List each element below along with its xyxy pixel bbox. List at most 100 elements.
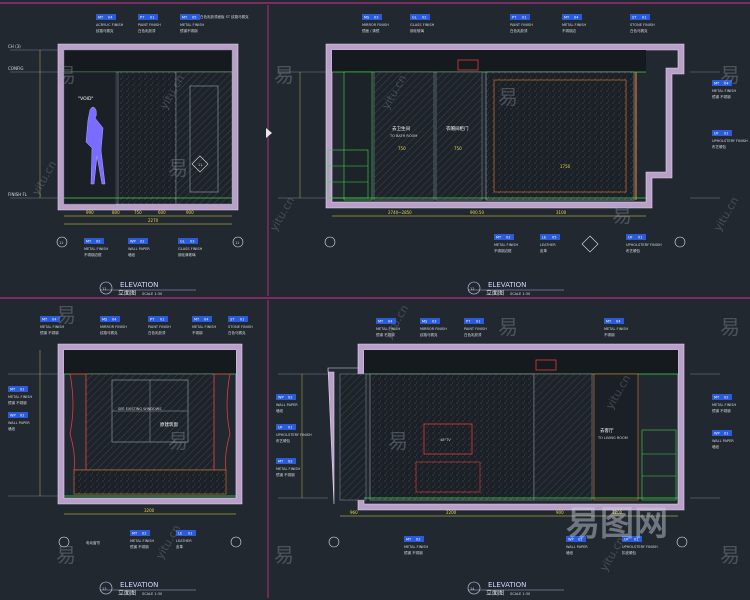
- svg-text:01: 01: [476, 320, 480, 324]
- curtain-right: [213, 373, 231, 471]
- finish-tag: MS 03 MIRROR FINISH 镜面 / 清镜: [362, 14, 389, 33]
- watermark-char: 易: [498, 315, 518, 339]
- tv-cabinet: [415, 461, 481, 493]
- svg-text:PT: PT: [140, 16, 145, 20]
- svg-text:镜钢 不锈钢: 镜钢 不锈钢: [712, 408, 731, 413]
- door-leaf: [189, 85, 219, 193]
- svg-text:镜钢不锈钢: 镜钢不锈钢: [180, 28, 198, 33]
- svg-text:WP: WP: [10, 414, 16, 418]
- svg-text:METAL FINISH: METAL FINISH: [130, 539, 154, 543]
- wardrobe-door: [435, 71, 483, 201]
- watermark-char: 易: [274, 543, 294, 567]
- svg-text:MIRROR FINISH: MIRROR FINISH: [100, 325, 127, 329]
- dim-4: 1200: [612, 510, 623, 515]
- watermark-char: 易: [56, 303, 76, 327]
- svg-text:01: 01: [638, 236, 642, 240]
- level-markers: [278, 373, 720, 499]
- finish-tag: MT 04 METAL FINISH 不锈钢边: [562, 14, 586, 33]
- dim-3: 900: [556, 510, 564, 515]
- svg-text:MS: MS: [422, 320, 428, 324]
- svg-text:GLASS FINISH: GLASS FINISH: [410, 23, 435, 27]
- svg-text:ELEVATION: ELEVATION: [488, 281, 526, 289]
- svg-text:立面图: 立面图: [118, 289, 136, 297]
- finish-tag: ST 01 STONE FINISH 白色马赛克: [228, 316, 253, 335]
- svg-text:02: 02: [288, 460, 292, 464]
- svg-text:PT: PT: [512, 16, 517, 20]
- svg-text:纹路马赛克: 纹路马赛克: [96, 28, 114, 33]
- ceiling-band: [332, 50, 646, 72]
- svg-text:ACRYLIC FINISH: ACRYLIC FINISH: [96, 23, 124, 27]
- finish-tag: MT 02 METAL FINISH 镜钢 不锈钢: [276, 458, 300, 477]
- svg-text:04: 04: [724, 82, 729, 86]
- svg-text:STONE FINISH: STONE FINISH: [228, 325, 253, 329]
- svg-text:12: 12: [470, 287, 474, 291]
- section-marker-icon: [58, 536, 242, 548]
- svg-text:MS: MS: [364, 16, 370, 20]
- section-marker-icon: [324, 235, 686, 253]
- svg-text:白色乳胶漆: 白色乳胶漆: [148, 330, 166, 335]
- svg-text:WP: WP: [568, 538, 574, 542]
- svg-text:LE: LE: [542, 236, 546, 240]
- svg-text:04: 04: [388, 320, 393, 324]
- mosaic-wall: [485, 71, 635, 201]
- svg-text:05: 05: [192, 16, 196, 20]
- svg-text:METAL FINISH: METAL FINISH: [192, 325, 216, 329]
- dim-3: 750: [134, 210, 142, 215]
- dim-inner-2: 750: [454, 146, 462, 151]
- svg-text:METAL FINISH: METAL FINISH: [180, 23, 204, 27]
- door-opening: [593, 373, 639, 501]
- finish-tag: MS 03 MIRROR FINISH 纹路马赛克: [420, 318, 447, 337]
- svg-text:02: 02: [142, 532, 146, 536]
- svg-text:布艺硬包: 布艺硬包: [712, 144, 726, 149]
- curtain-left: [69, 373, 87, 471]
- left-panel: [339, 373, 367, 501]
- svg-text:METAL FINISH: METAL FINISH: [8, 395, 32, 399]
- section-marker-icon: 11 11 11: [56, 128, 272, 248]
- svg-text:UF: UF: [714, 132, 719, 136]
- svg-text:UF: UF: [628, 236, 633, 240]
- finish-tag: MT 02 METAL FINISH 不锈钢边框: [84, 238, 108, 257]
- svg-text:MS: MS: [102, 318, 108, 322]
- svg-text:11: 11: [198, 163, 202, 167]
- level-markers: [278, 71, 720, 199]
- elevation-13: SEE EXISTING WINDOWS 原建筑窗 3200 MT 01 MET…: [8, 316, 253, 597]
- finish-tag: LE 01 LEATHER 皮革: [176, 530, 196, 549]
- svg-text:UPHOLSTERY FINISH: UPHOLSTERY FINISH: [712, 139, 748, 143]
- svg-text:PT: PT: [150, 318, 155, 322]
- svg-text:布艺硬包: 布艺硬包: [276, 438, 290, 443]
- svg-text:镜钢 不锈钢: 镜钢 不锈钢: [276, 472, 295, 477]
- watermark-url: yitu.cn: [29, 159, 59, 198]
- svg-text:STONE FINISH: STONE FINISH: [630, 23, 655, 27]
- svg-text:镜钢 不锈钢: 镜钢 不锈钢: [712, 94, 731, 99]
- svg-text:UF: UF: [278, 426, 283, 430]
- svg-text:02: 02: [416, 538, 420, 542]
- tv-wall: [369, 373, 535, 501]
- elevation-title: 11 ELEVATION 立面图 SCALE 1:30: [99, 281, 196, 297]
- svg-text:01: 01: [288, 426, 292, 430]
- elevation-12: 去卫生间 TO BATH ROOM 衣帽间柜门 750 750 2740~285…: [278, 14, 748, 297]
- watermark-url: yitu.cn: [267, 195, 297, 234]
- finish-tag: GL 02 GLASS FINISH 钢化玻璃: [410, 14, 435, 33]
- svg-text:SCALE 1:30: SCALE 1:30: [142, 292, 162, 296]
- svg-text:SCALE 1:30: SCALE 1:30: [510, 292, 530, 296]
- dim-inner-1: 750: [398, 146, 406, 151]
- svg-text:纹路马赛克: 纹路马赛克: [100, 330, 118, 335]
- svg-text:01: 01: [522, 16, 526, 20]
- red-trim: [457, 59, 479, 71]
- svg-text:METAL FINISH: METAL FINISH: [276, 467, 300, 471]
- finish-tag: PT 01 PAINT FINISH 白色乳胶漆: [510, 14, 533, 33]
- svg-text:04: 04: [52, 318, 57, 322]
- finish-tag: PT 01 PAINT FINISH 白色乳胶漆: [148, 316, 171, 335]
- elevation-title: 13 ELEVATION 立面图 SCALE 1:30: [99, 581, 196, 597]
- dim-2: 800: [112, 210, 120, 215]
- finish-tag: MT 02 METAL FINISH 镜钢 不锈钢: [404, 536, 428, 555]
- svg-text:WALL PAPER: WALL PAPER: [128, 247, 150, 251]
- svg-text:布艺硬包: 布艺硬包: [626, 248, 640, 253]
- to-living-en: TO LIVING ROOM: [597, 436, 628, 440]
- svg-text:PT: PT: [466, 320, 471, 324]
- dim-total: 2270: [148, 218, 159, 223]
- svg-text:墙纸: 墙纸: [276, 408, 284, 413]
- svg-text:墙纸: 墙纸: [128, 252, 135, 257]
- watermark-char: 易: [56, 543, 76, 567]
- watermark-char: 易: [56, 63, 76, 87]
